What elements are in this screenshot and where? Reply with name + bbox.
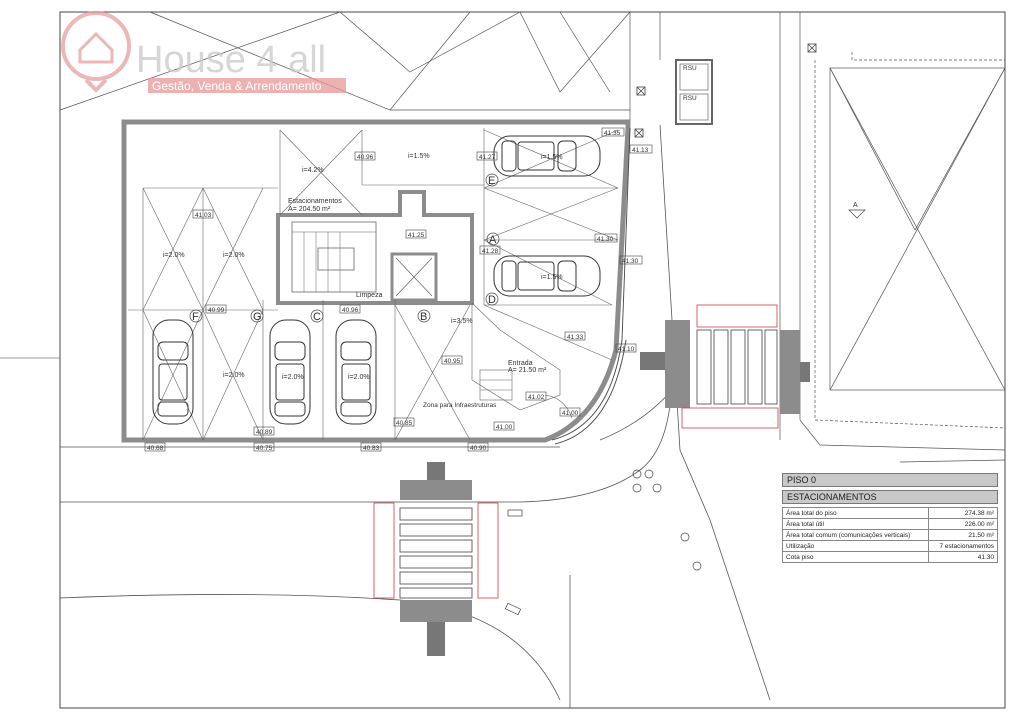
slot-c: C xyxy=(313,311,321,323)
row-value: 226.00 m² xyxy=(928,518,998,530)
slope-label: i=2.0% xyxy=(163,252,185,259)
level-value: 41.30 xyxy=(597,236,614,243)
neighbour-buildings xyxy=(59,11,661,120)
level-value: 40.68 xyxy=(147,445,164,452)
level-value: 41.10 xyxy=(618,346,635,353)
section-title: ESTACIONAMENTOS xyxy=(782,490,998,504)
parking-room-area: A= 204.50 m² xyxy=(288,206,331,213)
section-marker-label: A xyxy=(853,202,858,209)
level-value: 40.75 xyxy=(256,445,273,452)
level-value: 40.89 xyxy=(256,429,273,436)
slot-b: B xyxy=(420,311,427,323)
slot-e: E xyxy=(488,175,495,187)
logo-tagline: Gestão, Venda & Arrendamento xyxy=(152,79,322,93)
slot-f: F xyxy=(192,311,199,323)
entrance-room-name: Entrada xyxy=(508,360,533,367)
level-value: 40.90 xyxy=(470,445,487,452)
house-logo-icon xyxy=(61,11,131,81)
slot-d: D xyxy=(488,294,496,306)
level-value: 40.83 xyxy=(363,445,380,452)
level-value: 40.85 xyxy=(396,420,413,427)
bollards xyxy=(632,469,702,571)
floor-title: PISO 0 xyxy=(782,473,998,487)
level-value: 40.96 xyxy=(357,154,374,161)
level-value: 41.00 xyxy=(496,424,513,431)
level-value: 40.95 xyxy=(444,358,461,365)
door-arc xyxy=(544,394,573,419)
level-value: 41.30 xyxy=(622,258,639,265)
table-row: Área total comum (comunicações verticais… xyxy=(781,529,998,541)
row-label: Área total comum (comunicações verticais… xyxy=(781,529,930,541)
area-table: Área total do piso 274.38 m² Área total … xyxy=(781,507,998,563)
slope-label: i=2.0% xyxy=(223,252,245,259)
row-value: 7 estacionamentos xyxy=(928,540,998,552)
slope-label: i=2.0% xyxy=(223,372,245,379)
level-value: 41.35 xyxy=(604,130,621,137)
right-building xyxy=(779,12,1006,463)
room-labels: Estacionamentos A= 204.50 m² Entrada A= … xyxy=(288,198,547,409)
level-tags xyxy=(144,127,653,452)
slope-label: i=3.5% xyxy=(451,318,473,325)
slope-label: i=2.0% xyxy=(348,374,370,381)
parking-lines xyxy=(128,128,619,441)
slot-markers: A B C D E F G xyxy=(189,173,500,323)
slot-g: G xyxy=(253,311,262,323)
level-value: 41.03 xyxy=(195,212,212,219)
level-value: 41.13 xyxy=(632,147,649,154)
slope-label: i=1.5% xyxy=(541,154,563,161)
table-row: Área total do piso 274.38 m² xyxy=(781,507,998,519)
slope-label: i=2.0% xyxy=(282,374,304,381)
table-row: Utilização 7 estacionamentos xyxy=(781,540,998,552)
logo-name: House 4 all xyxy=(136,39,326,81)
row-label: Área total útil xyxy=(781,518,930,530)
level-values: 41.35 41.13 41.27 41.30 41.30 41.10 41.0… xyxy=(147,130,649,452)
level-value: 41.27 xyxy=(479,154,496,161)
level-value: 40.99 xyxy=(208,307,225,314)
level-value: 41.28 xyxy=(482,248,499,255)
row-label: Área total do piso xyxy=(781,507,930,519)
rsu-label-2: RSU xyxy=(683,95,697,102)
level-value: 41.02 xyxy=(528,394,545,401)
row-value: 21.50 m² xyxy=(928,529,998,541)
section-marker: A xyxy=(848,202,866,219)
row-label: Cota piso xyxy=(781,551,930,563)
logo-watermark: House 4 all Gestão, Venda & Arrendamento xyxy=(61,11,346,93)
rsu-bins: RSU RSU xyxy=(675,59,713,125)
level-value: 41.00 xyxy=(562,410,579,417)
entrance-room-area: A= 21.50 m² xyxy=(508,367,547,374)
slot-a: A xyxy=(489,234,497,246)
slope-label: i=1.5% xyxy=(541,274,563,281)
crosswalk-bottom xyxy=(373,462,523,656)
stair-core xyxy=(276,190,474,305)
infra-room-name: Zona para Infraestruturas xyxy=(423,402,497,409)
slope-labels: i=4.2% i=1.5% i=1.5% i=1.5% i=2.0% i=2.0… xyxy=(163,153,563,381)
parking-room-name: Estacionamentos xyxy=(288,198,342,205)
row-value: 274.38 m² xyxy=(928,507,998,519)
level-value: 40.96 xyxy=(342,307,359,314)
slope-label: i=4.2% xyxy=(302,167,324,174)
row-value: 41.30 xyxy=(928,551,998,563)
cars xyxy=(152,135,601,425)
level-value: 41.33 xyxy=(567,334,584,341)
table-row: Cota piso 41.30 xyxy=(781,551,998,563)
row-label: Utilização xyxy=(781,540,930,552)
rsu-label-1: RSU xyxy=(683,65,697,72)
slope-label: i=1.5% xyxy=(408,153,430,160)
table-row: Área total útil 226.00 m² xyxy=(781,518,998,530)
area-info-panel: PISO 0 ESTACIONAMENTOS Área total do pis… xyxy=(781,473,998,563)
crosswalk-top xyxy=(640,304,810,429)
level-value: 41.25 xyxy=(408,232,425,239)
manhole-markers xyxy=(634,43,817,138)
cleaning-room-name: Limpeza xyxy=(356,292,383,299)
